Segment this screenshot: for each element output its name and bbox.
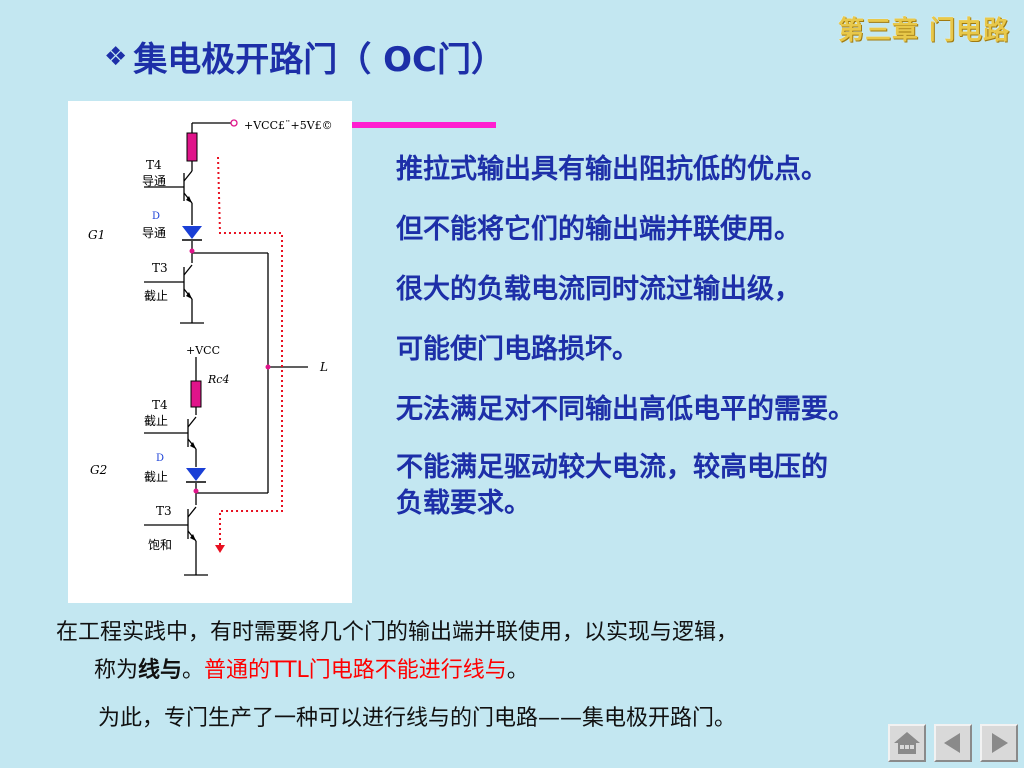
accent-bar	[352, 122, 496, 128]
body-line-3: 为此，专门生产了一种可以进行线与的门电路——集电极开路门。	[98, 706, 737, 731]
d1-label: D	[152, 211, 160, 222]
drawback-list: 推拉式输出具有输出阻抗低的优点。 但不能将它们的输出端并联使用。 很大的负载电流…	[396, 140, 996, 522]
term-wired-and: 线与	[138, 658, 183, 683]
list-item: 不能满足驱动较大电流，较高电压的	[396, 452, 828, 483]
body-text-span: 。	[182, 658, 205, 683]
diamond-bullet-icon: ❖	[104, 41, 128, 72]
home-icon	[894, 732, 920, 754]
list-item: 负载要求。	[396, 488, 531, 519]
chapter-label: 第三章 门电路	[837, 16, 1010, 46]
list-item: 但不能将它们的输出端并联使用。	[396, 214, 801, 245]
list-item: 无法满足对不同输出高低电平的需要。	[396, 394, 855, 425]
g1-t4-state: 导通	[142, 174, 166, 188]
body-paragraph: 在工程实践中，有时需要将几个门的输出端并联使用，以实现与逻辑， 称为线与。普通的…	[56, 614, 986, 738]
body-line-2: 称为线与。普通的TTL门电路不能进行线与。	[56, 652, 986, 690]
list-item: 可能使门电路损坏。	[396, 334, 639, 365]
g2-d-state: 截止	[144, 470, 168, 484]
t3-bottom-label: T3	[156, 504, 172, 518]
vcc-top-label: +VCC£¨+5V£©	[244, 119, 333, 132]
body-text-span: 。	[506, 658, 529, 683]
load-label: L	[319, 360, 328, 374]
circuit-diagram: +VCC£¨+5V£© T4 导通 D 导通 G1 T3 截止 +VCC Rc4…	[68, 101, 352, 603]
t4-bottom-label: T4	[152, 398, 168, 412]
body-text-span: 称为	[94, 658, 139, 683]
list-item: 推拉式输出具有输出阻抗低的优点。	[396, 154, 828, 185]
g1-t3-state: 截止	[144, 289, 168, 303]
g2-t4-state: 截止	[144, 414, 168, 428]
t4-top-label: T4	[146, 158, 162, 172]
diode-d2-icon	[186, 468, 206, 483]
g1-d-state: 导通	[142, 226, 166, 240]
list-item: 很大的负载电流同时流过输出级，	[396, 274, 801, 305]
diode-d1-icon	[182, 226, 202, 241]
next-button[interactable]	[980, 724, 1018, 762]
highlight-text: 普通的TTL门电路不能进行线与	[204, 658, 507, 683]
slide-navigation	[888, 724, 1018, 762]
d2-label: D	[156, 453, 164, 464]
t3-top-label: T3	[152, 261, 168, 275]
vcc-bottom-label: +VCC	[186, 344, 220, 357]
g2-label: G2	[90, 463, 107, 477]
prev-icon	[944, 733, 960, 753]
prev-button[interactable]	[934, 724, 972, 762]
g2-t3-state: 饱和	[148, 537, 172, 552]
page-title-text: 集电极开路门（ OC门）	[133, 40, 506, 80]
g1-label: G1	[88, 228, 105, 242]
page-title: ❖ 集电极开路门（ OC门）	[104, 32, 505, 81]
rc4-label: Rc4	[207, 373, 229, 386]
next-icon	[992, 733, 1008, 753]
home-button[interactable]	[888, 724, 926, 762]
body-line-1: 在工程实践中，有时需要将几个门的输出端并联使用，以实现与逻辑，	[56, 620, 739, 645]
